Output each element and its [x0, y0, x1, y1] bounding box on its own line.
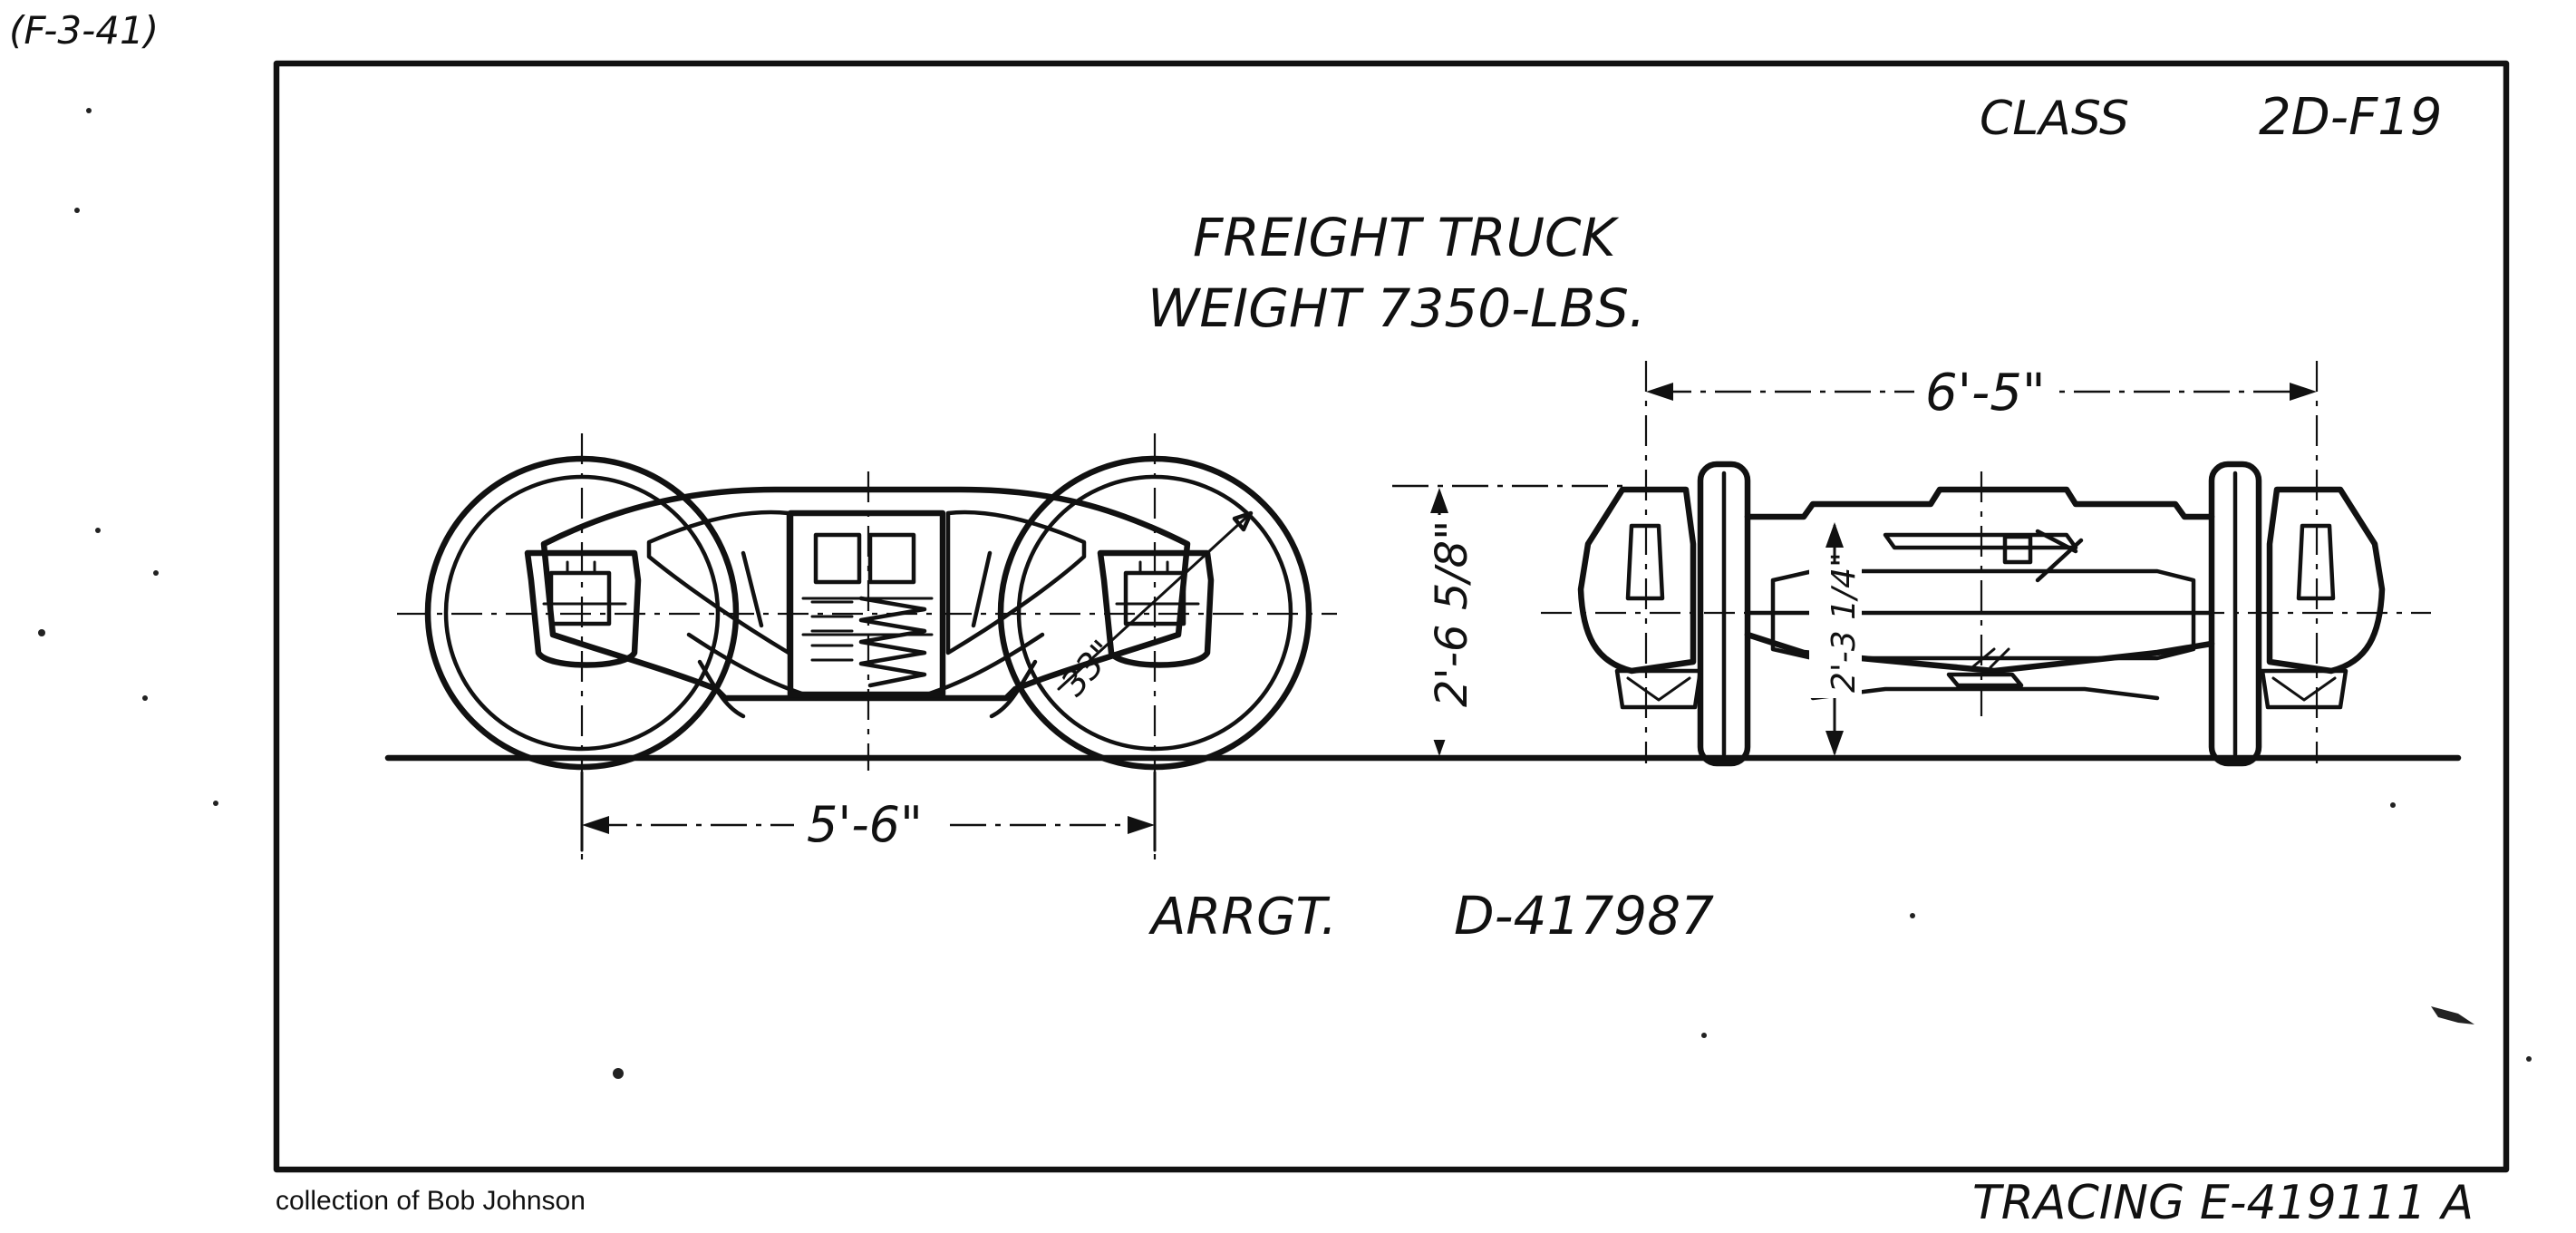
scan-specks	[38, 108, 2532, 1079]
width-dimension: 6'-5"	[1925, 364, 2046, 422]
drawing-weight: WEIGHT 7350-LBS.	[1148, 277, 1645, 339]
arrangement-label: ARRGT.	[1148, 888, 1337, 947]
svg-text:2'-6 5/8": 2'-6 5/8"	[1427, 520, 1477, 707]
journal-box-left	[524, 549, 642, 668]
end-journal-left	[1577, 486, 1703, 710]
tracing-number: TRACING E-419111 A	[1972, 1176, 2474, 1230]
journal-box-right	[1097, 549, 1215, 668]
drawing-title: FREIGHT TRUCK	[1193, 207, 1620, 268]
wheelbase-dimension: 5'-6"	[807, 796, 923, 853]
class-label: CLASS	[1980, 92, 2129, 146]
inner-height-dimension: 2'-3 1/4"	[1825, 552, 1863, 693]
height-dimension: 2'-6 5/8"	[1392, 484, 1632, 756]
side-view: 33" 5'-6"	[397, 433, 1337, 859]
drawing-border	[273, 60, 2510, 1173]
spring-coil	[858, 596, 927, 688]
end-view: 6'-5"	[1541, 361, 2431, 767]
corner-label: (F-3-41)	[9, 8, 159, 53]
arrangement-number: D-417987	[1454, 885, 1714, 947]
collection-credit: collection of Bob Johnson	[276, 1186, 586, 1216]
wheel-right	[997, 455, 1312, 771]
end-journal-right	[2260, 486, 2386, 710]
class-value: 2D-F19	[2259, 88, 2442, 147]
wheel-left	[424, 455, 740, 771]
